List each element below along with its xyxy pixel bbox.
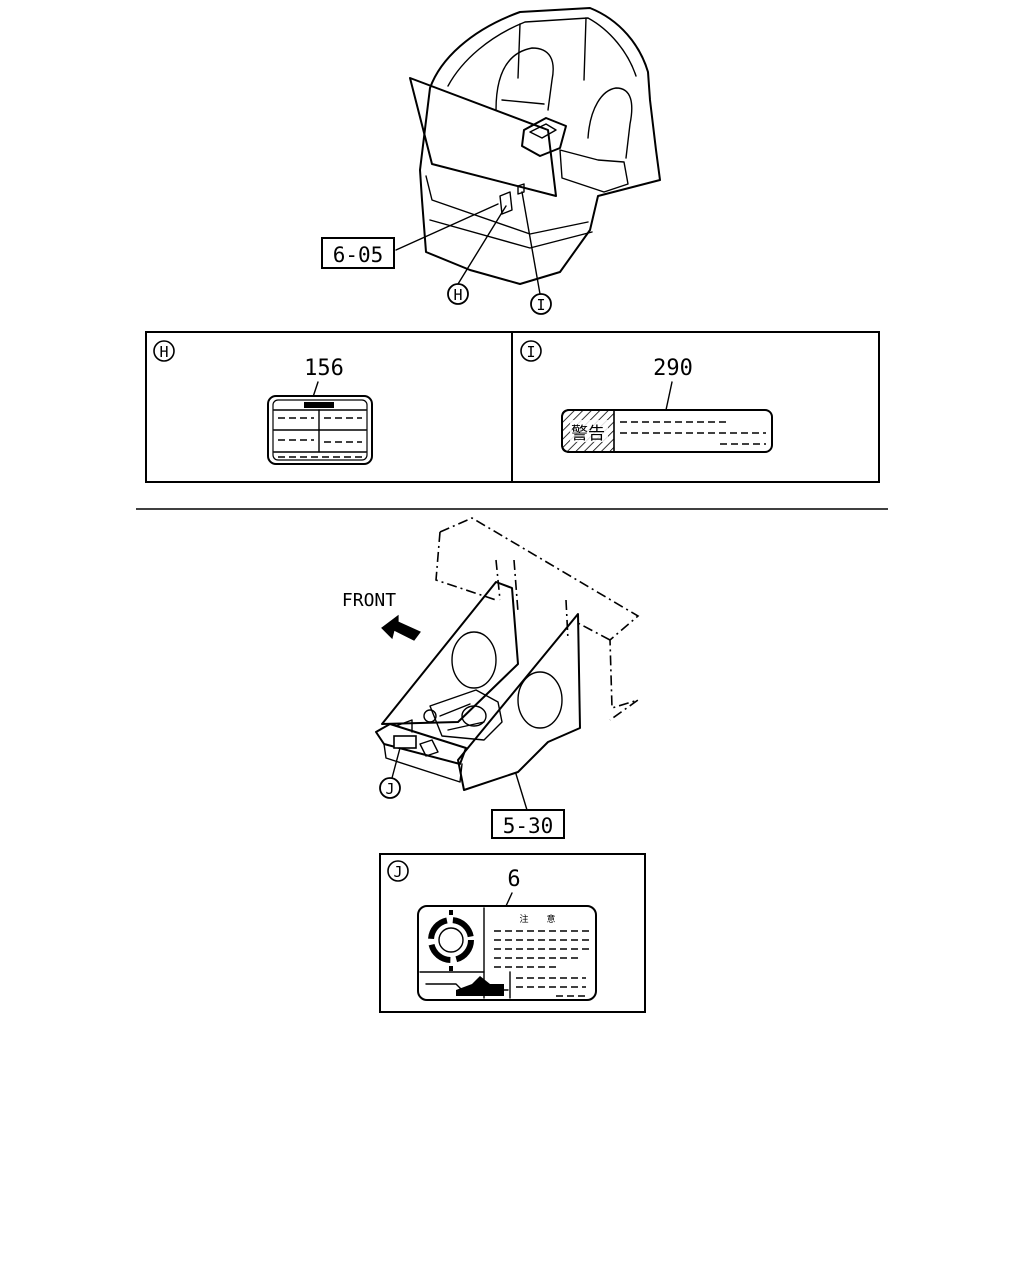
caution-kanji-2: 意 (546, 913, 555, 925)
callout-h-letter: H (453, 286, 462, 304)
frame-illustration (375, 517, 640, 811)
detail-i-letter: I (526, 343, 535, 361)
callout-i-letter: I (536, 296, 545, 314)
detail-j-letter: J (393, 863, 402, 881)
warning-kanji: 警告 (571, 424, 605, 444)
front-arrow-icon (381, 614, 421, 641)
label-6-decal: 注 意 (417, 905, 597, 1001)
detail-box-h: H 156 (145, 331, 513, 483)
part-number-290: 290 (653, 356, 693, 381)
callout-h: H (447, 283, 469, 305)
cab-ref-box: 6-05 (321, 237, 395, 269)
label-156-decal (267, 395, 373, 465)
part-number-6: 6 (507, 867, 520, 892)
callout-j-letter: J (385, 780, 394, 798)
front-indicator: FRONT (342, 590, 421, 641)
part-number-156: 156 (304, 356, 344, 381)
front-label: FRONT (342, 590, 396, 611)
caution-kanji-1: 注 (519, 913, 528, 925)
callout-i: I (530, 293, 552, 315)
label-290-decal: 警告 (561, 409, 773, 453)
detail-box-i: I 290 警告 (511, 331, 880, 483)
callout-j: J (379, 777, 401, 799)
cab-illustration (395, 7, 661, 295)
frame-ref-label: 5-30 (503, 814, 554, 838)
detail-box-j: J 6 注 意 (379, 853, 646, 1013)
frame-ref-box: 5-30 (491, 809, 565, 839)
cab-ref-label: 6-05 (333, 243, 384, 267)
detail-h-letter: H (159, 343, 168, 361)
